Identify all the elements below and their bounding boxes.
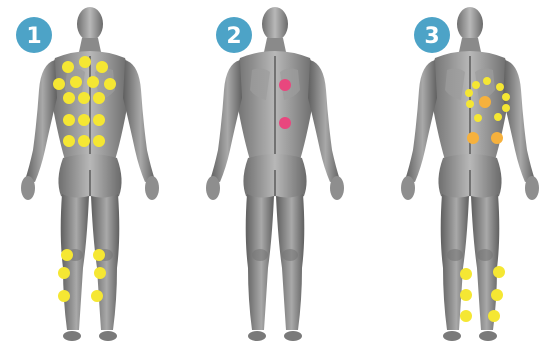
panel-number-badge-3: 3 (414, 17, 450, 53)
marker-panel-1-1 (62, 61, 74, 73)
panel-number-badge-1: 1 (16, 17, 52, 53)
marker-panel-1-14 (63, 135, 75, 147)
marker-panel-1-9 (78, 92, 90, 104)
panel-number-badge-2: 2 (216, 17, 252, 53)
marker-panel-1-21 (58, 290, 70, 302)
marker-panel-3-4 (465, 89, 473, 97)
marker-panel-3-14 (493, 266, 505, 278)
marker-panel-3-10 (479, 96, 491, 108)
marker-panel-3-11 (467, 132, 479, 144)
marker-panel-1-15 (78, 135, 90, 147)
marker-panel-1-6 (87, 76, 99, 88)
panel-number-2: 2 (226, 24, 241, 49)
marker-panel-3-9 (494, 113, 502, 121)
marker-panel-1-8 (63, 92, 75, 104)
marker-panel-3-1 (472, 81, 480, 89)
body-figure-1 (21, 7, 159, 341)
marker-panel-3-17 (460, 310, 472, 322)
marker-panel-1-12 (78, 114, 90, 126)
marker-panel-3-2 (483, 77, 491, 85)
marker-panel-3-15 (460, 289, 472, 301)
marker-panel-1-10 (93, 92, 105, 104)
marker-panel-3-16 (491, 289, 503, 301)
marker-panel-3-13 (460, 268, 472, 280)
marker-panel-1-3 (96, 61, 108, 73)
marker-panel-1-18 (93, 249, 105, 261)
marker-panel-1-17 (61, 249, 73, 261)
marker-panel-3-8 (474, 114, 482, 122)
marker-panel-1-13 (93, 114, 105, 126)
marker-panel-1-5 (70, 76, 82, 88)
marker-panel-3-3 (496, 83, 504, 91)
marker-panel-2-1 (279, 79, 291, 91)
marker-panel-3-12 (491, 132, 503, 144)
marker-panel-3-7 (502, 104, 510, 112)
marker-panel-2-2 (279, 117, 291, 129)
marker-panel-1-4 (53, 78, 65, 90)
body-figure-2 (206, 7, 344, 341)
marker-panel-1-20 (94, 267, 106, 279)
marker-panel-1-16 (93, 135, 105, 147)
marker-panel-1-22 (91, 290, 103, 302)
marker-panel-3-6 (466, 100, 474, 108)
marker-panel-1-11 (63, 114, 75, 126)
panel-number-1: 1 (26, 24, 41, 49)
marker-panel-1-19 (58, 267, 70, 279)
marker-panel-1-7 (104, 78, 116, 90)
marker-panel-1-2 (79, 56, 91, 68)
marker-panel-3-18 (488, 310, 500, 322)
marker-panel-3-5 (502, 93, 510, 101)
panel-number-3: 3 (424, 24, 439, 49)
